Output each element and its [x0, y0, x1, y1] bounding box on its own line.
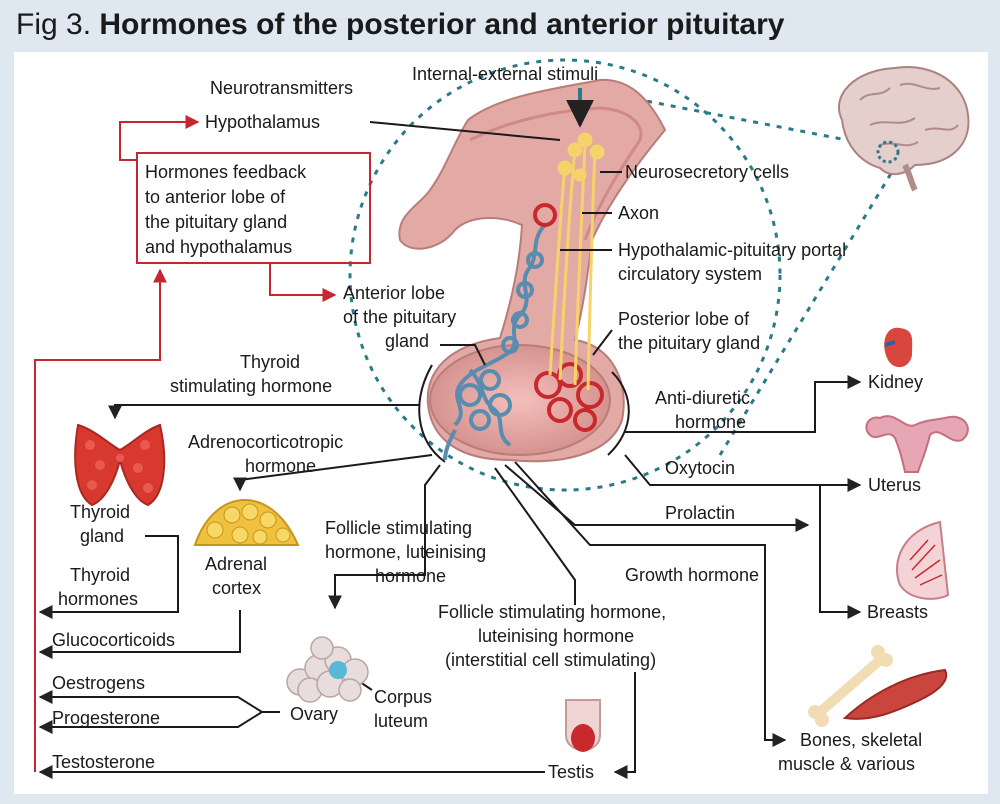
thyroid-gland-icon [74, 423, 166, 507]
label-acth-1: Adrenocorticotropic [188, 432, 343, 452]
feedback-box [136, 152, 371, 264]
label-glucocorticoids: Glucocorticoids [52, 630, 175, 650]
label-posterior-1: Posterior lobe of [618, 309, 750, 329]
label-testis: Testis [548, 762, 594, 782]
label-posterior-2: the pituitary gland [618, 333, 760, 353]
label-feedback-2: to anterior lobe of [145, 187, 286, 207]
label-adrenal-1: Adrenal [205, 554, 267, 574]
kidney-icon [884, 327, 913, 368]
magnification-outline [348, 58, 900, 492]
label-neurotransmitters: Neurotransmitters [210, 78, 353, 98]
label-internal-external: Internal-external stimuli [412, 64, 598, 84]
label-corpus-1: Corpus [374, 687, 432, 707]
label-tsh-1: Thyroid [240, 352, 300, 372]
hormone-connectors [38, 121, 862, 779]
pituitary-diagram: Internal-external stimuli Neurotransmitt… [34, 58, 970, 782]
uterus-icon [865, 415, 969, 473]
label-testosterone: Testosterone [52, 752, 155, 772]
diagram-panel: Internal-external stimuli Neurotransmitt… [14, 52, 988, 794]
label-fsh-lh-3: hormone [375, 566, 446, 586]
label-tsh-2: stimulating hormone [170, 376, 332, 396]
diagram-labels: Internal-external stimuli Neurotransmitt… [52, 64, 928, 782]
label-portal-2: circulatory system [618, 264, 762, 284]
label-kidney: Kidney [868, 372, 923, 392]
axon-bundle [548, 132, 605, 391]
label-portal-1: Hypothalamic-pituitary portal [618, 240, 846, 260]
label-anterior-3: gland [385, 331, 429, 351]
label-feedback-1: Hormones feedback [145, 162, 307, 182]
label-thyroid-gland-1: Thyroid [70, 502, 130, 522]
label-neurosecretory: Neurosecretory cells [625, 162, 789, 182]
label-fsh-male-2: luteinising hormone [478, 626, 634, 646]
label-fsh-lh-1: Follicle stimulating [325, 518, 472, 538]
label-anterior-1: Anterior lobe [343, 283, 445, 303]
label-breasts: Breasts [867, 602, 928, 622]
label-uterus: Uterus [868, 475, 921, 495]
portal-vessels [443, 223, 547, 461]
gland-brackets [418, 364, 630, 463]
label-bones-2: muscle & various [778, 754, 915, 774]
label-adh-1: Anti-diuretic [655, 388, 750, 408]
label-adrenal-2: cortex [212, 578, 261, 598]
feedback-arrows [34, 115, 371, 772]
figure-heading: Hormones of the posterior and anterior p… [99, 8, 785, 41]
label-thyroid-hormones-1: Thyroid [70, 565, 130, 585]
label-bones-1: Bones, skeletal [800, 730, 922, 750]
label-fsh-male-1: Follicle stimulating hormone, [438, 602, 666, 622]
adrenal-cortex-icon [193, 498, 300, 546]
posterior-vessels [533, 203, 604, 432]
pituitary-illustration [398, 78, 667, 463]
label-thyroid-hormones-2: hormones [58, 589, 138, 609]
label-oestrogens: Oestrogens [52, 673, 145, 693]
label-axon: Axon [618, 203, 659, 223]
label-feedback-3: the pituitary gland [145, 212, 287, 232]
label-fsh-male-3: (interstitial cell stimulating) [445, 650, 656, 670]
label-ovary: Ovary [290, 704, 338, 724]
label-feedback-4: and hypothalamus [145, 237, 292, 257]
label-corpus-2: luteum [374, 711, 428, 731]
bones-muscle-icon [808, 645, 948, 727]
figure-number: Fig 3. [16, 8, 92, 41]
label-oxytocin: Oxytocin [665, 458, 735, 478]
breast-icon [895, 520, 950, 600]
label-growth-hormone: Growth hormone [625, 565, 759, 585]
testis-icon [565, 699, 601, 752]
ovary-icon [286, 636, 369, 703]
label-acth-2: hormone [245, 456, 316, 476]
label-adh-2: hormone [675, 412, 746, 432]
label-fsh-lh-2: hormone, luteinising [325, 542, 486, 562]
label-hypothalamus: Hypothalamus [205, 112, 320, 132]
label-thyroid-gland-2: gland [80, 526, 124, 546]
label-anterior-2: of the pituitary [343, 307, 456, 327]
brain-icon [837, 66, 970, 192]
label-prolactin: Prolactin [665, 503, 735, 523]
figure-title: Fig 3. Hormones of the posterior and ant… [16, 8, 784, 42]
label-progesterone: Progesterone [52, 708, 160, 728]
